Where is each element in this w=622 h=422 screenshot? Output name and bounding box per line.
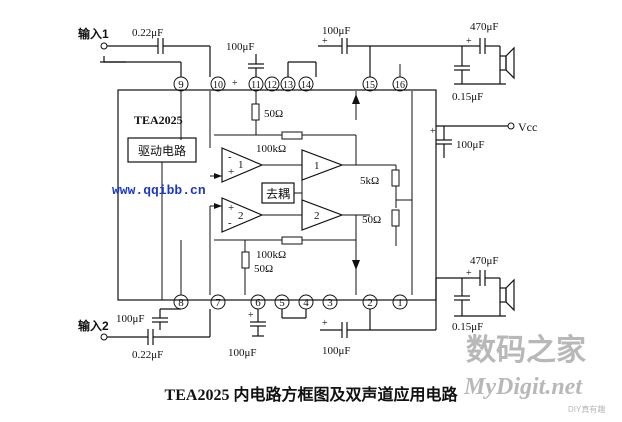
pin-6: 6 bbox=[255, 297, 261, 309]
pin-3: 3 bbox=[327, 297, 333, 309]
channel-2-internal: + - 2 2 100kΩ 50Ω bbox=[214, 197, 370, 295]
channel-1-internal: - + 1 1 100kΩ 50Ω bbox=[214, 91, 370, 183]
vcc-label: Vcc bbox=[518, 120, 537, 134]
cap-470u-bottom-label: 470μF bbox=[470, 255, 499, 267]
input-1-section: 输入1 0.22μF bbox=[78, 26, 211, 77]
r-100k-bottom-label: 100kΩ bbox=[256, 249, 286, 261]
pin-8: 8 bbox=[178, 297, 184, 309]
pin-10: 10 bbox=[213, 80, 223, 91]
speaker-bottom bbox=[499, 287, 507, 303]
r-50-bottom-label: 50Ω bbox=[254, 263, 273, 275]
input-1-cap-label: 0.22μF bbox=[132, 27, 163, 39]
output-2-section: + 100μF 470μF + 0.15μF bbox=[320, 255, 515, 357]
pin-2: 2 bbox=[367, 297, 373, 309]
input-1-terminal bbox=[100, 42, 108, 50]
cap-100u-out1-plus: + bbox=[322, 36, 328, 47]
cap-100u-pin6-label: 100μF bbox=[228, 347, 257, 359]
input-2-cap-label: 0.22μF bbox=[132, 349, 163, 361]
preamp-2-plus: + bbox=[228, 202, 234, 214]
preamp-1-minus: - bbox=[228, 151, 232, 163]
diagram-caption: TEA2025 内电路方框图及双声道应用电路 bbox=[165, 385, 459, 404]
r-50-top bbox=[251, 103, 260, 121]
cap-100u-out2-plus: + bbox=[322, 318, 328, 329]
power-amp-2 bbox=[301, 199, 344, 231]
preamp-1 bbox=[221, 147, 264, 183]
vcc-terminal bbox=[507, 122, 515, 130]
cap-100u-pin8-label: 100μF bbox=[116, 313, 145, 325]
cap-100u-out2-label: 100μF bbox=[322, 345, 351, 357]
pin-7: 7 bbox=[215, 297, 221, 309]
r-100k-top bbox=[281, 131, 303, 140]
r-50-right bbox=[391, 209, 400, 227]
output-1-section: 100μF + 470μF + 0.15μF bbox=[318, 21, 515, 103]
vcc-cap-plus: + bbox=[430, 126, 436, 137]
speaker-top bbox=[499, 55, 507, 71]
preamp-2-number: 2 bbox=[238, 210, 244, 222]
pin-15: 15 bbox=[365, 80, 375, 91]
input-2-section: 输入2 0.22μF 100μF bbox=[78, 308, 211, 361]
mydigit-watermark: 数码之家 MyDigit.net DIY真有趣 bbox=[463, 333, 605, 414]
pin-13: 13 bbox=[283, 80, 293, 91]
bottom-pins: 8 7 6 5 4 3 2 1 bbox=[173, 294, 408, 310]
r-100k-bottom bbox=[281, 236, 303, 245]
pin-1: 1 bbox=[397, 297, 403, 309]
r-50-bottom bbox=[241, 251, 250, 269]
pin-11: 11 bbox=[251, 80, 261, 91]
chip-outline bbox=[117, 89, 437, 301]
cap-015u-top-label: 0.15μF bbox=[452, 91, 483, 103]
power-amp-2-number: 2 bbox=[314, 210, 320, 222]
pin-5: 5 bbox=[279, 297, 285, 309]
r-5k bbox=[391, 169, 400, 187]
cap-100u-out1-label: 100μF bbox=[322, 25, 351, 37]
cap-100u-vcc-label: 100μF bbox=[456, 139, 485, 151]
r-50-top-label: 50Ω bbox=[264, 108, 283, 120]
input-2-label: 输入2 bbox=[78, 318, 109, 333]
r-5k-label: 5kΩ bbox=[360, 175, 379, 187]
power-amp-1 bbox=[301, 149, 344, 181]
chip-name: TEA2025 bbox=[134, 113, 183, 127]
cap-470u-bottom-plus: + bbox=[466, 268, 472, 279]
r-100k-top-label: 100kΩ bbox=[256, 143, 286, 155]
preamp-1-plus: + bbox=[228, 166, 234, 178]
watermark-small: DIY真有趣 bbox=[568, 404, 605, 414]
drive-circuit-label: 驱动电路 bbox=[138, 143, 186, 158]
pin-4: 4 bbox=[303, 297, 309, 309]
input-1-label: 输入1 bbox=[78, 26, 109, 41]
cap-470u-top-label: 470μF bbox=[470, 21, 499, 33]
pin-16: 16 bbox=[395, 80, 405, 91]
pin-12: 12 bbox=[267, 80, 277, 91]
preamp-2 bbox=[221, 197, 264, 233]
pin-10-plus: + bbox=[232, 78, 238, 89]
power-amp-1-number: 1 bbox=[314, 160, 320, 172]
pin-9: 9 bbox=[178, 79, 184, 91]
cap-470u-top-plus: + bbox=[466, 36, 472, 47]
cap-100u-top-left-label: 100μF bbox=[226, 41, 255, 53]
top-left-caps: 100μF bbox=[226, 41, 317, 77]
watermark-cn: 数码之家 bbox=[466, 333, 586, 367]
pin-14: 14 bbox=[301, 80, 311, 91]
preamp-2-minus: - bbox=[228, 217, 232, 229]
r-50-right-label: 50Ω bbox=[362, 214, 381, 226]
cap-100u-pin6-plus: + bbox=[248, 310, 254, 321]
cap-015u-bottom-label: 0.15μF bbox=[452, 321, 483, 333]
input-2-terminal bbox=[100, 333, 108, 341]
watermark-en: MyDigit.net bbox=[463, 374, 583, 400]
right-resistors: 5kΩ 50Ω bbox=[360, 91, 413, 295]
top-pins: 9 10 + 11 12 13 14 15 16 bbox=[173, 76, 408, 92]
decouple-label: 去耦 bbox=[266, 187, 290, 201]
vcc-section: Vcc + 100μF bbox=[399, 64, 537, 158]
bottom-caps: + 100μF bbox=[228, 309, 307, 359]
preamp-1-number: 1 bbox=[238, 159, 244, 171]
website-watermark: www.qqibb.cn bbox=[112, 183, 206, 198]
